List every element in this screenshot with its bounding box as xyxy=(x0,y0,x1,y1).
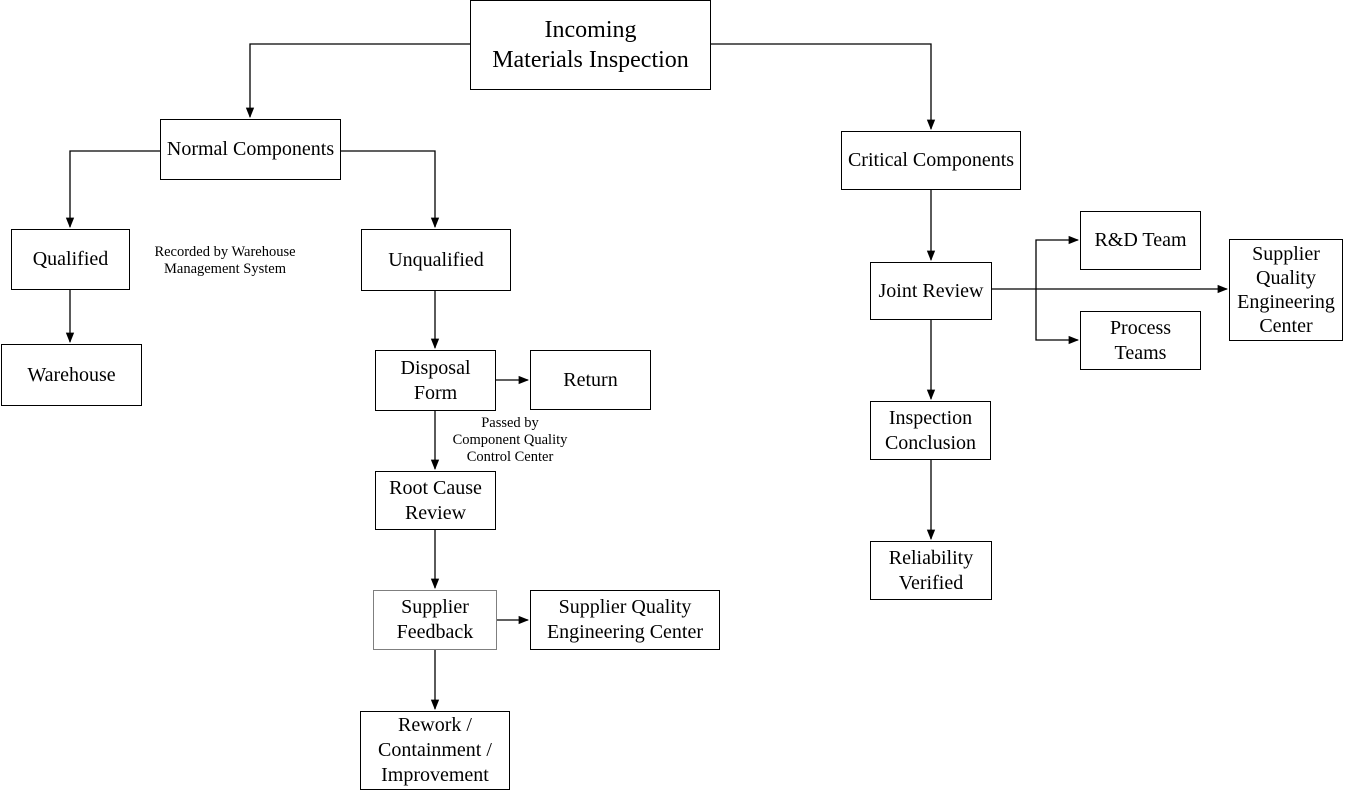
node-return: Return xyxy=(530,350,651,410)
node-rework-containment-improvement: Rework / Containment / Improvement xyxy=(360,711,510,790)
node-rd-team: R&D Team xyxy=(1080,211,1201,270)
node-inspection-conclusion: Inspection Conclusion xyxy=(870,401,991,460)
node-warehouse: Warehouse xyxy=(1,344,142,406)
edge-normal-qualified xyxy=(65,150,160,229)
node-reliability-verified: Reliability Verified xyxy=(870,541,992,600)
annotation-passed-by-cqcc: Passed by Component Quality Control Cent… xyxy=(452,415,568,465)
node-normal-components: Normal Components xyxy=(160,119,341,180)
node-process-teams: Process Teams xyxy=(1080,311,1201,370)
node-incoming-materials-inspection: Incoming Materials Inspection xyxy=(470,0,711,90)
node-qualified: Qualified xyxy=(11,229,130,290)
node-unqualified: Unqualified xyxy=(361,229,511,291)
node-supplier-quality-engineering-center-left: Supplier Quality Engineering Center xyxy=(530,590,720,650)
node-supplier-quality-engineering-center-right: Supplier Quality Engineering Center xyxy=(1229,239,1343,341)
edge-joint-process xyxy=(1035,289,1080,345)
edge-incoming-critical xyxy=(711,43,936,131)
edge-joint-rdteam xyxy=(1035,235,1080,289)
node-root-cause-review: Root Cause Review xyxy=(375,471,496,530)
node-critical-components: Critical Components xyxy=(841,131,1021,190)
node-joint-review: Joint Review xyxy=(870,262,992,320)
node-disposal-form: Disposal Form xyxy=(375,350,496,411)
edge-incoming-normal xyxy=(245,43,470,119)
node-supplier-feedback: Supplier Feedback xyxy=(373,590,497,650)
edge-normal-unqualified xyxy=(341,150,440,229)
annotation-recorded-by-warehouse: Recorded by Warehouse Management System xyxy=(154,244,296,277)
